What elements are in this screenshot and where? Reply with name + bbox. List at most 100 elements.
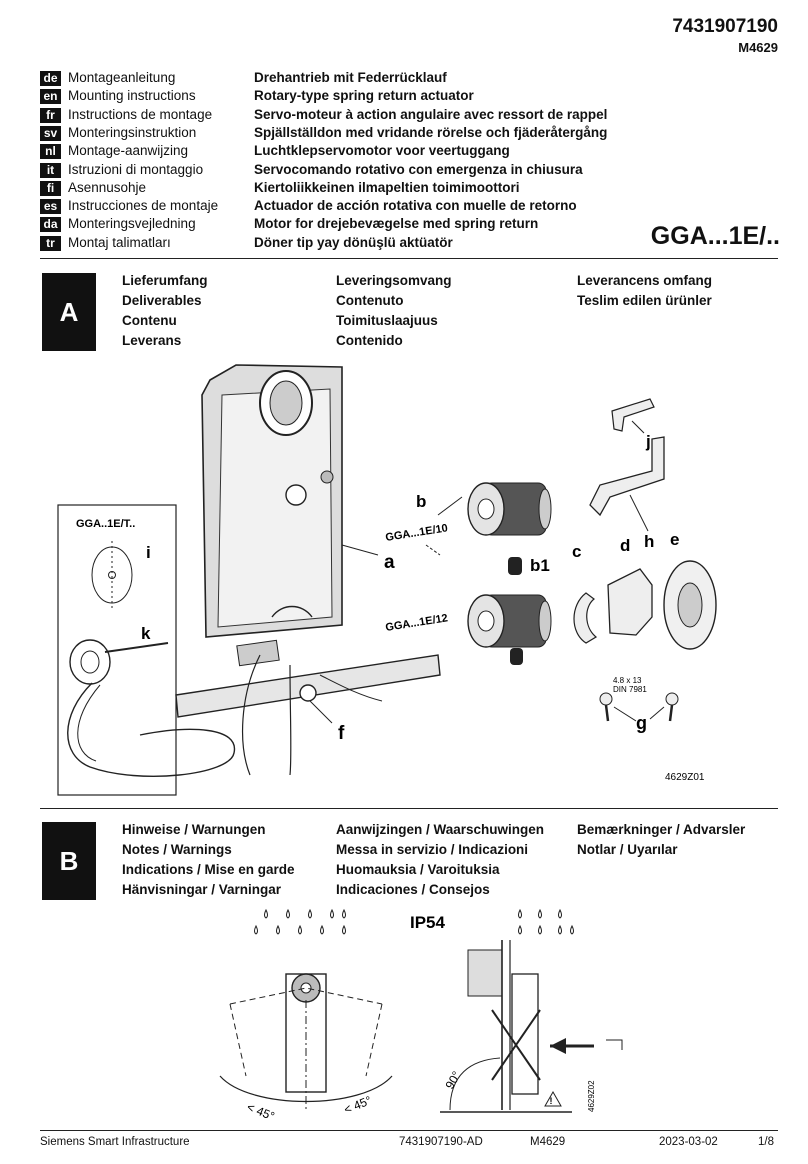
language-row-fi: fi Asennusohje Kiertoliikkeinen ilmapelt… [40, 180, 680, 198]
screw-g-left [599, 692, 613, 706]
footer-divider [40, 1130, 778, 1131]
label-b: b [416, 492, 426, 511]
footer-company: Siemens Smart Infrastructure [40, 1136, 190, 1148]
section-a-heading-col1: Lieferumfang Deliverables Contenu Levera… [122, 271, 208, 351]
product-name: Servo-moteur à action angulaire avec res… [254, 106, 608, 122]
product-name: Kiertoliikkeinen ilmapeltien toimimootto… [254, 179, 520, 195]
language-row-tr: tr Montaj talimatları Döner tip yay dönü… [40, 235, 680, 253]
adapter-10-label: GGA...1E/10 [385, 522, 449, 544]
heading-line: Contenu [122, 313, 177, 328]
language-code: nl [40, 144, 61, 160]
ip-rating: IP54 [410, 913, 446, 932]
footer-page: 1/8 [758, 1136, 774, 1148]
mounting-position-illustration: IP54 < 45° < 45° 90° ! 4629Z02 [219, 908, 623, 1124]
deliverables-illustration: GGA..1E/T.. i k a f GGA...1E/10 b b1 GGA… [57, 364, 717, 796]
heading-line: Leverans [122, 333, 182, 348]
product-name: Actuador de acción rotativa con muelle d… [254, 198, 577, 214]
label-e: e [670, 530, 679, 549]
label-j: j [645, 432, 651, 451]
cable-loop [67, 682, 236, 777]
heading-line: Leveringsomvang [336, 273, 452, 288]
footer-date: 2023-03-02 [659, 1136, 718, 1148]
heading-line: Huomauksia / Varoituksia [336, 862, 500, 877]
product-name: Rotary-type spring return actuator [254, 88, 474, 104]
screw-size: 4.8 x 13 [613, 676, 642, 685]
heading-line: Indications / Mise en garde [122, 862, 295, 877]
document-number: 7431907190 [672, 16, 778, 37]
label-c: c [572, 542, 581, 561]
label-f: f [338, 723, 345, 744]
heading-line: Lieferumfang [122, 273, 208, 288]
crank-lever-h [589, 436, 665, 517]
language-code: es [40, 199, 61, 215]
footer-model-code: M4629 [530, 1136, 566, 1148]
heading-line: Teslim edilen ürünler [577, 293, 712, 308]
section-a-heading-col2: Leveringsomvang Contenuto Toimituslaajuu… [336, 271, 452, 351]
model-designation: GGA...1E/.. [650, 222, 780, 250]
instruction-title: Instructions de montage [68, 106, 213, 122]
section-b-heading-col2: Aanwijzingen / Waarschuwingen Messa in s… [336, 820, 544, 900]
arrow-head [550, 1038, 566, 1054]
instruction-title: Monteringsinstruktion [68, 124, 197, 140]
heading-line: Indicaciones / Consejos [336, 882, 490, 897]
language-code: fr [40, 107, 61, 123]
adapter-12-label: GGA...1E/12 [385, 612, 449, 634]
position-key-j [611, 398, 655, 432]
damper-housing [467, 949, 503, 997]
label-h: h [644, 532, 654, 551]
language-code: tr [40, 235, 61, 251]
water-drops-right [518, 908, 574, 935]
language-code: de [40, 71, 61, 86]
instruction-title: Istruzioni di montaggio [68, 161, 204, 177]
heading-line: Aanwijzingen / Waarschuwingen [336, 822, 545, 837]
language-row-fr: fr Instructions de montage Servo-moteur … [40, 107, 680, 125]
heading-line: Leverancens omfang [577, 273, 713, 288]
actuator-side-view [511, 973, 539, 1095]
label-b1: b1 [530, 556, 550, 575]
instruction-title: Montaj talimatları [68, 234, 171, 250]
section-divider [40, 258, 778, 259]
heading-line: Hinweise / Warnungen [122, 822, 266, 837]
figure-b-code: 4629Z02 [587, 1080, 596, 1112]
section-divider [40, 808, 778, 809]
product-name: Spjällställdon med vridande rörelse och … [254, 124, 608, 140]
water-drops-left [254, 908, 346, 935]
language-row-sv: sv Monteringsinstruktion Spjällställdon … [40, 125, 680, 143]
language-row-de: de Montageanleitung Drehantrieb mit Fede… [40, 70, 680, 88]
section-b-marker: B [42, 822, 96, 900]
language-row-es: es Instrucciones de montaje Actuador de … [40, 198, 680, 216]
language-code: it [40, 162, 61, 178]
label-i: i [146, 543, 151, 562]
screw-norm: DIN 7981 [613, 685, 647, 694]
section-b-heading-col1: Hinweise / Warnungen Notes / Warnings In… [122, 820, 295, 900]
language-row-it: it Istruzioni di montaggio Servocomando … [40, 162, 680, 180]
screw-g-right [665, 692, 679, 706]
warning-triangle-icon [544, 1090, 562, 1107]
language-code: sv [40, 125, 61, 141]
product-name: Luchtklepservomotor voor veertuggang [254, 143, 510, 159]
language-code: fi [40, 180, 61, 196]
product-name: Servocomando rotativo con emergenza in c… [254, 161, 583, 177]
footer-doc-id: 7431907190-AD [399, 1136, 483, 1148]
angle-right: < 45° [342, 1093, 374, 1117]
set-screw-b1 [508, 557, 522, 575]
label-d: d [620, 536, 630, 555]
position-indicator-k [69, 639, 111, 685]
language-row-en: en Mounting instructions Rotary-type spr… [40, 88, 680, 106]
language-code: da [40, 217, 61, 233]
cross-line-2 [491, 1009, 541, 1081]
product-name: Döner tip yay dönüşlü aktüatör [254, 234, 453, 250]
heading-line: Hänvisningar / Varningar [122, 882, 282, 897]
language-row-da: da Monteringsvejledning Motor for drejeb… [40, 216, 680, 234]
language-code: en [40, 89, 61, 105]
heading-line: Notes / Warnings [122, 842, 232, 857]
section-a-heading-col3: Leverancens omfang Teslim edilen ürünler [577, 271, 712, 311]
figure-a-code: 4629Z01 [665, 772, 705, 783]
heading-line: Contenido [336, 333, 403, 348]
instruction-title: Montageanleitung [68, 70, 176, 85]
label-g: g [636, 713, 647, 733]
product-name: Drehantrieb mit Federrücklauf [254, 70, 447, 85]
inset-title: GGA..1E/T.. [76, 518, 135, 530]
inset-box [57, 504, 177, 796]
heading-line: Toimituslaajuus [336, 313, 438, 328]
